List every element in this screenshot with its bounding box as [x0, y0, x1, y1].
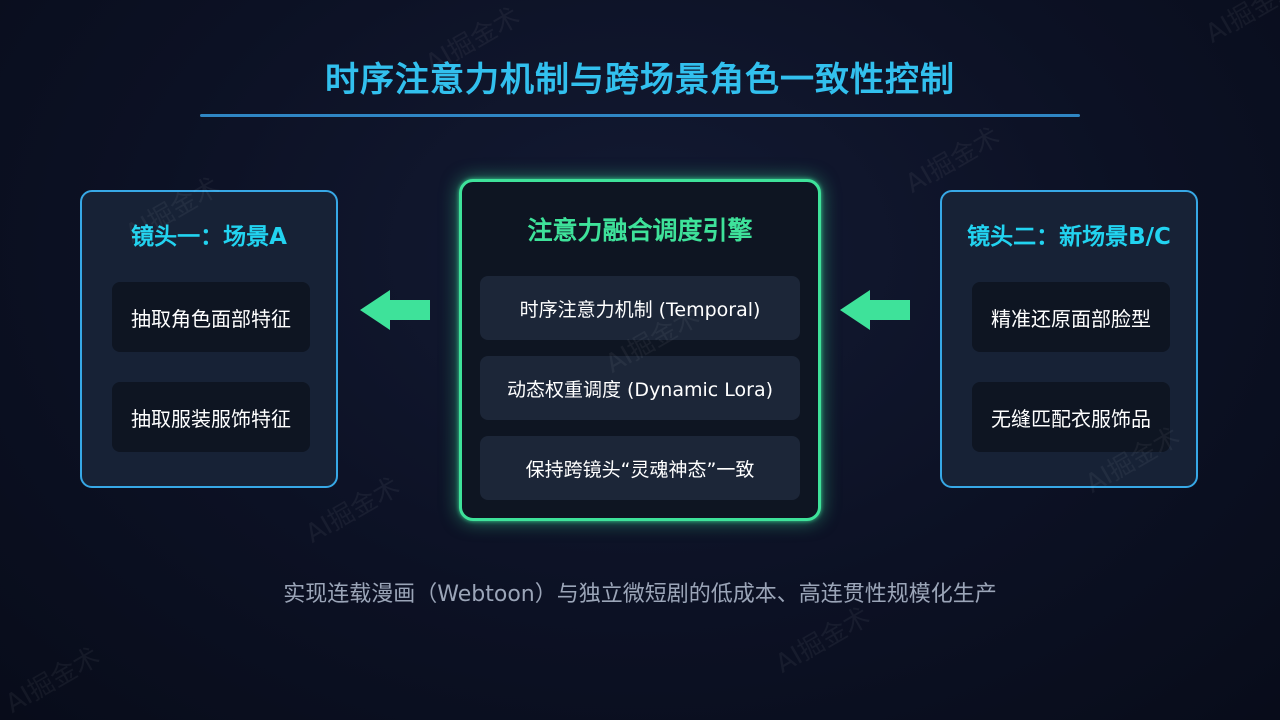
- attention-engine-box: 注意力融合调度引擎 时序注意力机制 (Temporal) 动态权重调度 (Dyn…: [459, 179, 821, 521]
- shot-two-item: 无缝匹配衣服饰品: [972, 382, 1170, 452]
- shot-one-box: 镜头一：场景A 抽取角色面部特征 抽取服装服饰特征: [80, 190, 338, 488]
- shot-one-title: 镜头一：场景A: [131, 224, 287, 250]
- engine-item: 时序注意力机制 (Temporal): [480, 276, 800, 340]
- watermark: AI掘金术: [1200, 0, 1280, 50]
- shot-two-item: 精准还原面部脸型: [972, 282, 1170, 352]
- summary-text: 实现连载漫画（Webtoon）与独立微短剧的低成本、高连贯性规模化生产: [283, 582, 997, 607]
- watermark: AI掘金术: [770, 601, 876, 680]
- page-title: 时序注意力机制与跨场景角色一致性控制: [325, 60, 955, 100]
- shot-one-item: 抽取服装服饰特征: [112, 382, 310, 452]
- engine-item: 动态权重调度 (Dynamic Lora): [480, 356, 800, 420]
- watermark: AI掘金术: [0, 641, 106, 720]
- arrow-left-icon: [840, 290, 910, 330]
- shot-two-title: 镜头二：新场景B/C: [967, 224, 1171, 250]
- shot-two-box: 镜头二：新场景B/C 精准还原面部脸型 无缝匹配衣服饰品: [940, 190, 1198, 488]
- title-divider: [200, 114, 1080, 117]
- engine-title: 注意力融合调度引擎: [527, 216, 753, 245]
- engine-item: 保持跨镜头“灵魂神态”一致: [480, 436, 800, 500]
- arrow-left-icon: [360, 290, 430, 330]
- watermark: AI掘金术: [900, 121, 1006, 200]
- shot-one-item: 抽取角色面部特征: [112, 282, 310, 352]
